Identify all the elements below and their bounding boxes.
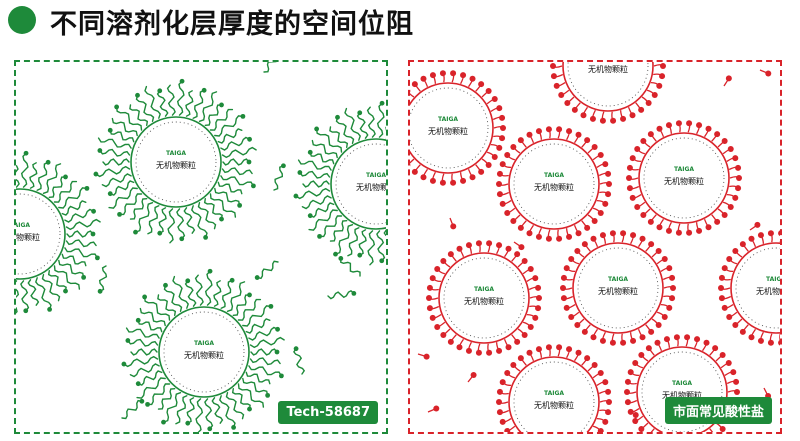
particle-5: TAIGA 无机物颗粒 (438, 252, 530, 344)
title-bullet-icon (8, 6, 36, 34)
brand-logo: TAIGA (166, 150, 186, 157)
free-chain-1 (263, 62, 277, 73)
brand-logo: TAIGA (544, 390, 564, 397)
free-chain-4 (338, 256, 361, 277)
particle-2-chains (550, 63, 666, 124)
free-chain-10 (632, 412, 639, 425)
particle-8-chains (496, 344, 612, 432)
particle-6: TAIGA 无机物颗粒 (572, 242, 664, 334)
free-chain-3 (449, 217, 457, 230)
particle-label: 无机物颗粒 (534, 400, 574, 410)
free-chain-7 (293, 346, 306, 375)
tech-diagram: TAIGA 无机物颗粒 TAIGA 无机物颗粒 TAIGA 无机物颗粒 TAIGA 无机物颗粒 (16, 62, 388, 432)
particle-label: 无机物颗粒 (428, 126, 468, 136)
particle-label: 无机物颗粒 (598, 286, 638, 296)
particle-8: TAIGA 无机物颗粒 (508, 356, 600, 432)
particle-3-chains (16, 150, 101, 314)
market-label: 市面常见酸性盐 (664, 397, 772, 424)
brand-logo: TAIGA (194, 340, 214, 347)
particle-label: 无机物颗粒 (534, 182, 574, 192)
particle-label: 无机物颗粒 (588, 64, 628, 74)
free-chain-2 (254, 260, 279, 280)
particle-3-chains (496, 126, 612, 242)
particle-1: TAIGA 无机物颗粒 (410, 82, 494, 174)
free-chain-5 (749, 221, 761, 231)
free-chain-1 (723, 75, 732, 87)
particle-3: TAIGA 无机物颗粒 (16, 188, 66, 280)
particle-1: TAIGA 无机物颗粒 (130, 116, 222, 208)
brand-logo: TAIGA (544, 172, 564, 179)
particle-5-chains (426, 240, 542, 356)
free-chain-5 (327, 289, 357, 300)
free-chain-7 (467, 371, 477, 383)
particle-7: TAIGA 无机物颗粒 (730, 242, 782, 334)
tech-label: Tech-58687 (278, 401, 378, 424)
free-chain-4 (513, 241, 525, 251)
market-diagram: TAIGA 无机物颗粒 TAIGA 无机物颗粒 TAIGA 无机物颗粒 TAIGA 无机物颗粒… (410, 62, 782, 432)
particle-4-chains (121, 268, 285, 432)
brand-logo: TAIGA (16, 222, 30, 229)
particle-label: 无机物颗粒 (16, 232, 40, 242)
particle-label: 无机物颗粒 (156, 160, 196, 170)
free-chain-3 (273, 163, 286, 191)
free-chain-6 (97, 265, 108, 294)
brand-logo: TAIGA (366, 172, 386, 179)
free-chain-6 (417, 353, 430, 360)
brand-logo: TAIGA (674, 166, 694, 173)
particle-4: TAIGA 无机物颗粒 (638, 132, 730, 224)
particle-3: TAIGA 无机物颗粒 (508, 138, 600, 230)
particle-4-chains (626, 120, 742, 236)
free-chain-9 (427, 405, 440, 413)
brand-logo: TAIGA (672, 380, 692, 387)
particle-2-chains (293, 100, 386, 266)
particle-label: 无机物颗粒 (756, 286, 782, 296)
particle-1-chains (410, 70, 506, 186)
particle-label: 无机物颗粒 (662, 390, 702, 400)
brand-logo: TAIGA (608, 276, 628, 283)
page-title: 不同溶剂化层厚度的空间位阻 (50, 9, 414, 40)
brand-logo: TAIGA (766, 276, 782, 283)
particle-2: TAIGA 无机物颗粒 (330, 138, 388, 230)
particle-6-chains (560, 230, 676, 346)
particle-7-chains (718, 230, 780, 346)
free-chain-8 (121, 398, 145, 420)
brand-logo: TAIGA (438, 116, 458, 123)
particle-label: 无机物颗粒 (356, 182, 388, 192)
brand-logo: TAIGA (474, 286, 494, 293)
free-chain-2 (759, 69, 772, 77)
particle-4: TAIGA 无机物颗粒 (158, 306, 250, 398)
market-panel: TAIGA 无机物颗粒 TAIGA 无机物颗粒 TAIGA 无机物颗粒 TAIGA 无机物颗粒… (408, 60, 782, 434)
particle-label: 无机物颗粒 (184, 350, 224, 360)
tech-panel: TAIGA 无机物颗粒 TAIGA 无机物颗粒 TAIGA 无机物颗粒 TAIGA 无机物颗粒… (14, 60, 388, 434)
particle-1-chains (93, 78, 257, 244)
particle-label: 无机物颗粒 (664, 176, 704, 186)
particle-label: 无机物颗粒 (464, 296, 504, 306)
